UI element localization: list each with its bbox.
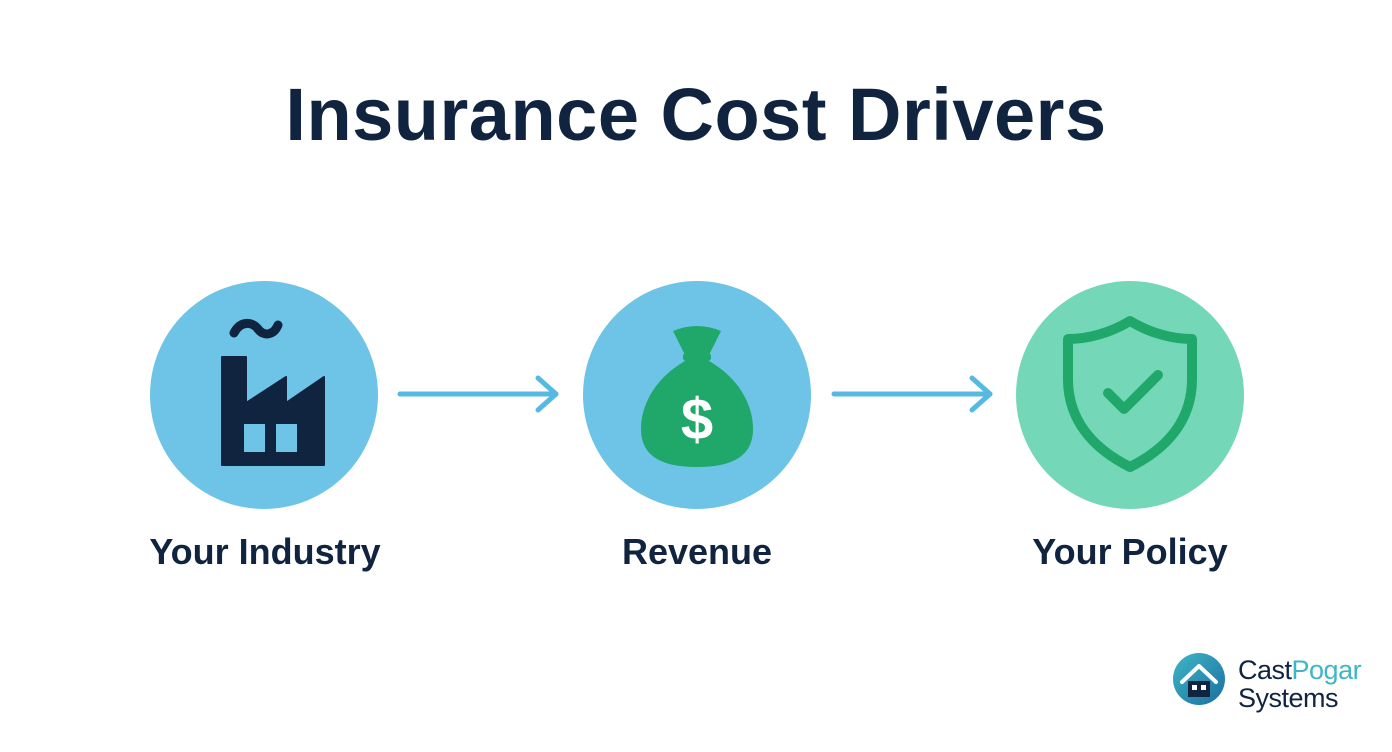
- industry-label: Your Industry: [149, 531, 381, 572]
- arrow-right-icon: [831, 375, 993, 413]
- policy-node: [1016, 281, 1244, 509]
- logo-text-cast: Cast: [1238, 655, 1292, 685]
- industry-node: [150, 281, 378, 509]
- logo-line-2: Systems: [1238, 683, 1339, 713]
- factory-icon: [221, 319, 325, 466]
- logo-text-pogar: Pogar: [1291, 655, 1362, 685]
- diagram-title: Insurance Cost Drivers: [285, 73, 1107, 156]
- revenue-node: $: [583, 281, 811, 509]
- company-logo: CastPogar Systems: [1172, 652, 1384, 714]
- money-bag-icon: $: [641, 326, 753, 467]
- shield-check-icon: [1063, 316, 1197, 472]
- house-logo-icon: [1173, 653, 1225, 705]
- policy-label: Your Policy: [1032, 531, 1228, 572]
- svg-text:$: $: [681, 387, 713, 452]
- arrow-right-icon: [397, 375, 559, 413]
- logo-wordmark: CastPogar Systems: [1238, 655, 1362, 713]
- logo-line-1: CastPogar: [1238, 655, 1362, 685]
- revenue-label: Revenue: [621, 531, 773, 572]
